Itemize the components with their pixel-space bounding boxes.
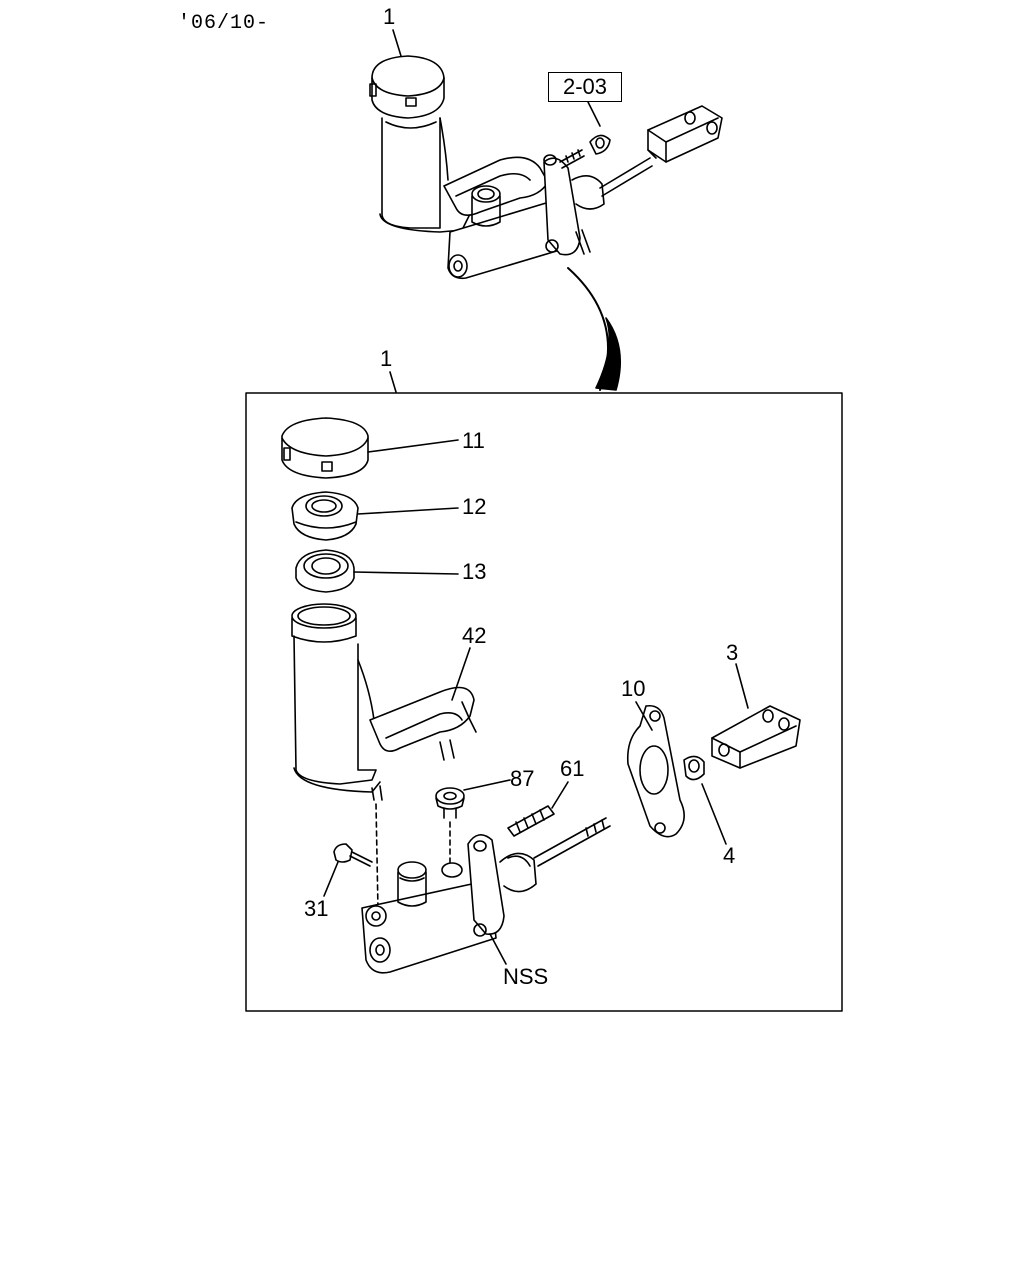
part-body	[361, 817, 611, 974]
part-stud	[507, 781, 569, 837]
top-assembly	[369, 29, 723, 280]
part-gasket	[626, 701, 685, 838]
callout-stud: 61	[560, 756, 585, 781]
part-nut	[683, 755, 727, 845]
callout-body: NSS	[503, 964, 549, 989]
assembly-frame	[245, 392, 843, 1012]
callout-cap: 11	[462, 428, 485, 453]
callout-seal: 13	[462, 559, 487, 584]
part-connector	[435, 779, 511, 819]
callout-diaphragm: 12	[462, 494, 487, 519]
callout-connector: 87	[510, 766, 535, 791]
callout-reservoir: 42	[462, 623, 487, 648]
part-cap	[281, 417, 459, 479]
part-seal	[295, 549, 459, 593]
callout-gasket: 10	[621, 676, 646, 701]
part-bolt	[323, 843, 373, 897]
part-diaphragm	[291, 491, 459, 541]
date-code: '06/10-	[178, 12, 270, 35]
callout-bolt: 31	[304, 896, 329, 921]
part-clevis	[711, 663, 801, 769]
callout-clevis: 3	[726, 640, 739, 665]
part-reservoir	[291, 603, 477, 801]
callout-assembly-top: 1	[383, 4, 396, 29]
callout-nut: 4	[723, 843, 736, 868]
callout-assembly-box: 1	[380, 346, 393, 371]
group-ref-box[interactable]: 2-03	[548, 72, 622, 102]
